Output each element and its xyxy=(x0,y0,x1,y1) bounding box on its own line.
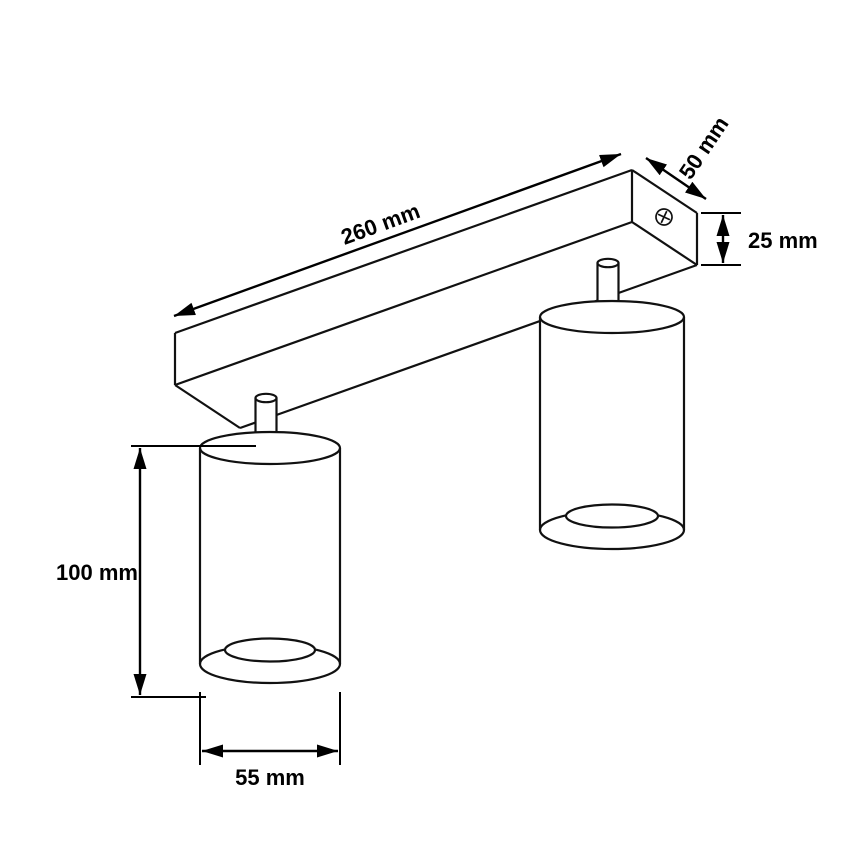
dimension-bar-height: 25 mm xyxy=(701,212,818,266)
dimension-spot-height: 100 mm xyxy=(56,445,256,698)
left-spotlight-lens xyxy=(223,637,317,663)
dimension-label-bar-height: 25 mm xyxy=(748,228,818,253)
dimension-label-spot-height: 100 mm xyxy=(56,560,138,585)
left-spotlight xyxy=(198,430,342,685)
right-spotlight-top-rim xyxy=(538,299,686,335)
right-spotlight xyxy=(538,299,686,551)
dimension-bar-length: 260 mm xyxy=(173,152,622,318)
screw-icon xyxy=(655,208,673,226)
dimension-bar-depth: 50 mm xyxy=(645,112,734,200)
dimension-label-spot-diameter: 55 mm xyxy=(235,765,305,790)
left-spotlight-top-rim xyxy=(198,430,342,466)
dimension-label-bar-depth: 50 mm xyxy=(674,112,734,184)
right-spotlight-lens xyxy=(564,503,660,529)
dimension-spot-diameter: 55 mm xyxy=(199,692,341,790)
